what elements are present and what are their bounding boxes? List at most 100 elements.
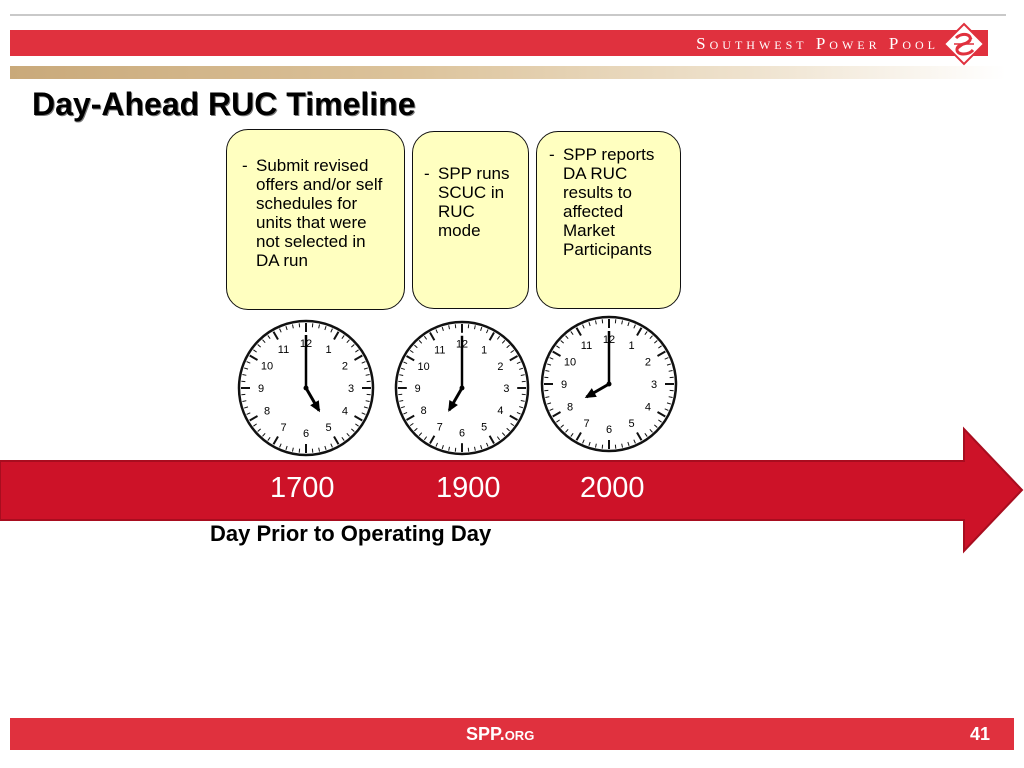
- clock-number: 7: [280, 422, 286, 434]
- clock-tick: [330, 328, 333, 333]
- clock-tick: [350, 428, 355, 432]
- clock-number: 1: [628, 340, 634, 352]
- clock-tick: [633, 439, 636, 444]
- clock-tick: [549, 408, 554, 411]
- clock-tick: [267, 335, 271, 339]
- clock-tick: [406, 414, 415, 421]
- page-title: Day-Ahead RUC Timeline: [32, 86, 416, 122]
- clock-pivot: [459, 385, 465, 391]
- clock-number: 10: [418, 361, 430, 373]
- clock-tick: [409, 349, 414, 354]
- clock-tick: [556, 345, 560, 349]
- clock-tick: [549, 357, 554, 360]
- clock-tick: [656, 411, 666, 418]
- note-box-run-scuc: - SPP runs SCUC in RUC mode: [412, 131, 529, 309]
- clock-number: 2: [497, 361, 503, 373]
- clock-tick: [664, 357, 669, 360]
- clock-tick: [496, 436, 501, 441]
- clock-tick: [480, 445, 483, 450]
- clock-tick: [516, 361, 521, 364]
- clock-tick: [644, 331, 648, 335]
- clock-tick: [575, 431, 582, 441]
- clock-number: 6: [606, 424, 612, 436]
- clock-tick: [242, 400, 247, 403]
- clock-number: 10: [261, 361, 273, 373]
- clock-tick: [649, 428, 653, 433]
- clock-tick: [441, 445, 444, 450]
- clock-tick: [355, 349, 359, 353]
- clock-tick: [519, 406, 524, 409]
- clock-tick: [636, 431, 643, 441]
- clock-tick: [594, 443, 597, 448]
- clock-tick: [423, 335, 428, 340]
- clock-tick: [545, 396, 550, 399]
- clock-icon: 121234567891011: [237, 319, 375, 457]
- clock-number: 4: [645, 402, 651, 414]
- clock-tick: [285, 445, 288, 450]
- clock-icon: 121234567891011: [540, 315, 678, 453]
- clock-tick: [414, 344, 418, 349]
- clock-tick: [272, 331, 279, 341]
- clock-tick: [435, 329, 438, 334]
- clock-tick: [488, 435, 495, 444]
- clock-tick: [588, 441, 591, 446]
- clock-number: 8: [567, 402, 573, 414]
- clock-pivot: [303, 385, 309, 391]
- clock-tick: [346, 339, 350, 344]
- clock-tick: [594, 320, 597, 325]
- clock-tick: [509, 355, 518, 362]
- clock-tick: [582, 324, 585, 329]
- clock-number: 3: [503, 383, 509, 395]
- note-dash: -: [424, 164, 430, 183]
- clock-tick: [262, 339, 266, 344]
- clock-hour-hand-tip: [584, 388, 597, 398]
- clock-tick: [429, 332, 436, 341]
- clock-hour-hand-tip: [310, 400, 320, 413]
- clock-tick: [333, 331, 340, 341]
- clock-tick: [324, 326, 327, 331]
- clock-tick: [399, 400, 404, 402]
- clock-tick: [353, 354, 363, 361]
- clock-number: 11: [278, 344, 289, 356]
- clock-number: 8: [421, 405, 427, 417]
- clock-tick: [267, 437, 271, 441]
- clock-tick: [627, 441, 630, 446]
- clock-tick: [244, 406, 249, 409]
- clock-tick: [496, 335, 501, 340]
- clock-tick: [560, 340, 565, 344]
- clock-tick: [363, 406, 368, 409]
- time-label-2000: 2000: [580, 472, 645, 504]
- clock-pivot: [606, 381, 612, 387]
- clock-tick: [324, 445, 327, 450]
- clock-tick: [506, 344, 510, 349]
- clock-tick: [636, 327, 643, 337]
- time-label-1700: 1700: [270, 472, 335, 504]
- clock-tick: [565, 428, 569, 433]
- clock-tick: [400, 367, 405, 370]
- clock-tick: [244, 367, 249, 370]
- clock-number: 9: [561, 379, 567, 391]
- clock-number: 10: [564, 357, 576, 369]
- note-text: SPP reports DA RUC results to affected M…: [563, 145, 655, 259]
- footer-site: SPP.org: [466, 724, 535, 744]
- clock-tick: [253, 349, 257, 353]
- clock-tick: [575, 327, 582, 337]
- clock-tick: [570, 331, 574, 335]
- clock-tick: [363, 367, 368, 370]
- clock-tick: [488, 332, 495, 341]
- sub-band: [10, 66, 1006, 79]
- clock-number: 2: [342, 361, 348, 373]
- clock-tick: [262, 432, 266, 437]
- day-label: Day Prior to Operating Day: [210, 521, 492, 546]
- clock-number: 3: [651, 379, 657, 391]
- clock-tick: [588, 322, 591, 327]
- clock-tick: [506, 427, 510, 432]
- clock-tick: [257, 428, 262, 432]
- clock-number: 6: [303, 428, 309, 440]
- clock-tick: [486, 329, 489, 334]
- clock-hour-hand-tip: [448, 400, 458, 412]
- clock-number: 11: [434, 345, 445, 357]
- clock-tick: [330, 443, 333, 448]
- clock-tick: [272, 435, 279, 445]
- clock-number: 2: [645, 357, 651, 369]
